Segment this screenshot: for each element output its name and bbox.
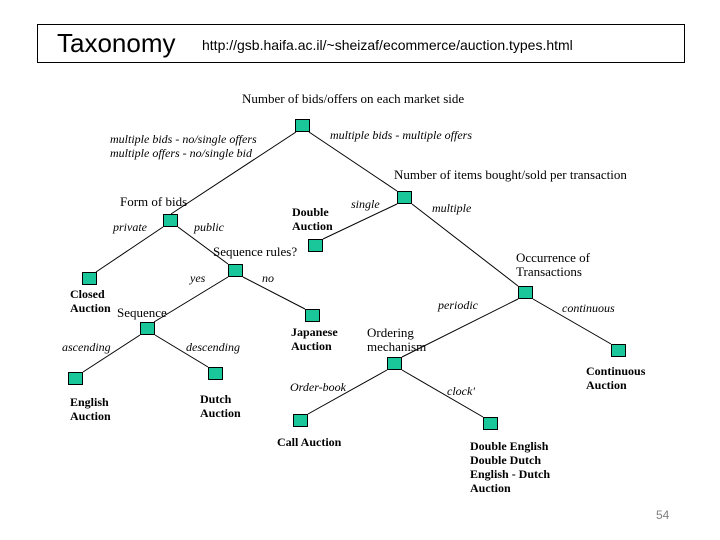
label-form-of-bids: Form of bids: [120, 194, 188, 209]
edge-form-seqrules: [177, 226, 229, 265]
node-japanese-auction[interactable]: [305, 309, 320, 322]
node-double-english-auction[interactable]: [483, 417, 498, 430]
edge-sequence-english: [82, 334, 141, 373]
edge-label-private: private: [113, 220, 147, 234]
label-occurrence-line1: Occurrence of: [516, 250, 590, 265]
leaf-label-de-line3: English - Dutch: [470, 467, 551, 481]
edge-items-occurrence: [411, 203, 519, 287]
node-form-of-bids[interactable]: [163, 214, 178, 227]
leaf-label-dutch-line1: Dutch: [200, 392, 232, 406]
edge-label-multi-no-line2: multiple offers - no/single bid: [110, 146, 252, 160]
leaf-label-dutch-line2: Auction: [200, 406, 241, 420]
leaf-label-english-line1: English: [70, 395, 109, 409]
edge-label-clock: clock': [447, 384, 475, 398]
label-ordering-line2: mechanism: [367, 339, 427, 354]
leaf-label-continuous-line1: Continuous: [586, 364, 646, 378]
leaf-label-de-line4: Auction: [470, 481, 511, 495]
leaf-label-continuous-line2: Auction: [586, 378, 627, 392]
edge-label-single: single: [351, 197, 380, 211]
label-root-question: Number of bids/offers on each market sid…: [242, 91, 465, 106]
node-english-auction[interactable]: [68, 372, 83, 385]
leaf-label-de-line2: Double Dutch: [470, 453, 542, 467]
node-double-auction[interactable]: [308, 239, 323, 252]
leaf-label-double-line1: Double: [292, 205, 329, 219]
page-number: 54: [656, 508, 670, 522]
edge-label-descending: descending: [186, 340, 240, 354]
leaf-label-double-line2: Auction: [292, 219, 333, 233]
node-continuous-auction[interactable]: [611, 344, 626, 357]
edge-root-items: [308, 131, 398, 192]
node-ordering-mechanism[interactable]: [387, 357, 402, 370]
edge-label-continuous: continuous: [562, 301, 615, 315]
edge-sequence-dutch: [154, 334, 209, 368]
node-sequence-rules[interactable]: [228, 264, 243, 277]
edge-label-no: no: [262, 271, 274, 285]
label-number-of-items: Number of items bought/sold per transact…: [394, 167, 627, 182]
leaf-label-english-line2: Auction: [70, 409, 111, 423]
edge-ordering-doubleeng: [401, 369, 484, 418]
label-sequence-rules: Sequence rules?: [213, 244, 298, 259]
edge-label-order-book: Order-book: [290, 380, 346, 394]
label-sequence: Sequence: [117, 305, 167, 320]
leaf-label-closed-line2: Auction: [70, 301, 111, 315]
leaf-label-de-line1: Double English: [470, 439, 549, 453]
edge-ordering-call: [307, 369, 388, 415]
edge-label-periodic: periodic: [438, 298, 478, 312]
edge-label-multiple: multiple: [432, 201, 472, 215]
node-dutch-auction[interactable]: [208, 367, 223, 380]
edge-label-yes: yes: [190, 271, 206, 285]
edge-occurrence-ordering: [401, 298, 519, 358]
edge-label-ascending: ascending: [62, 340, 111, 354]
edge-label-public: public: [194, 220, 224, 234]
edge-seqrules-sequence: [153, 276, 229, 323]
node-sequence[interactable]: [140, 322, 155, 335]
edge-label-multi-multi: multiple bids - multiple offers: [330, 128, 472, 142]
label-ordering-line1: Ordering: [367, 325, 414, 340]
label-occurrence-line2: Transactions: [516, 264, 582, 279]
node-root[interactable]: [295, 119, 310, 132]
node-call-auction[interactable]: [293, 414, 308, 427]
edge-items-double: [322, 203, 398, 240]
node-number-of-items[interactable]: [397, 191, 412, 204]
title-box: [37, 24, 685, 63]
page-title: Taxonomy: [57, 28, 176, 58]
edge-occurrence-continuous: [532, 298, 612, 345]
leaf-label-closed-line1: Closed: [70, 287, 105, 301]
node-closed-auction[interactable]: [82, 272, 97, 285]
leaf-label-call-auction: Call Auction: [277, 435, 342, 449]
edge-seqrules-japanese: [242, 276, 306, 310]
leaf-label-japanese-line2: Auction: [291, 339, 332, 353]
source-url: http://gsb.haifa.ac.il/~sheizaf/ecommerc…: [202, 37, 573, 53]
edge-label-multi-no-line1: multiple bids - no/single offers: [110, 132, 257, 146]
edge-root-form: [170, 131, 297, 215]
leaf-label-japanese-line1: Japanese: [291, 325, 338, 339]
edge-form-closed: [95, 226, 164, 273]
node-occurrence[interactable]: [518, 286, 533, 299]
